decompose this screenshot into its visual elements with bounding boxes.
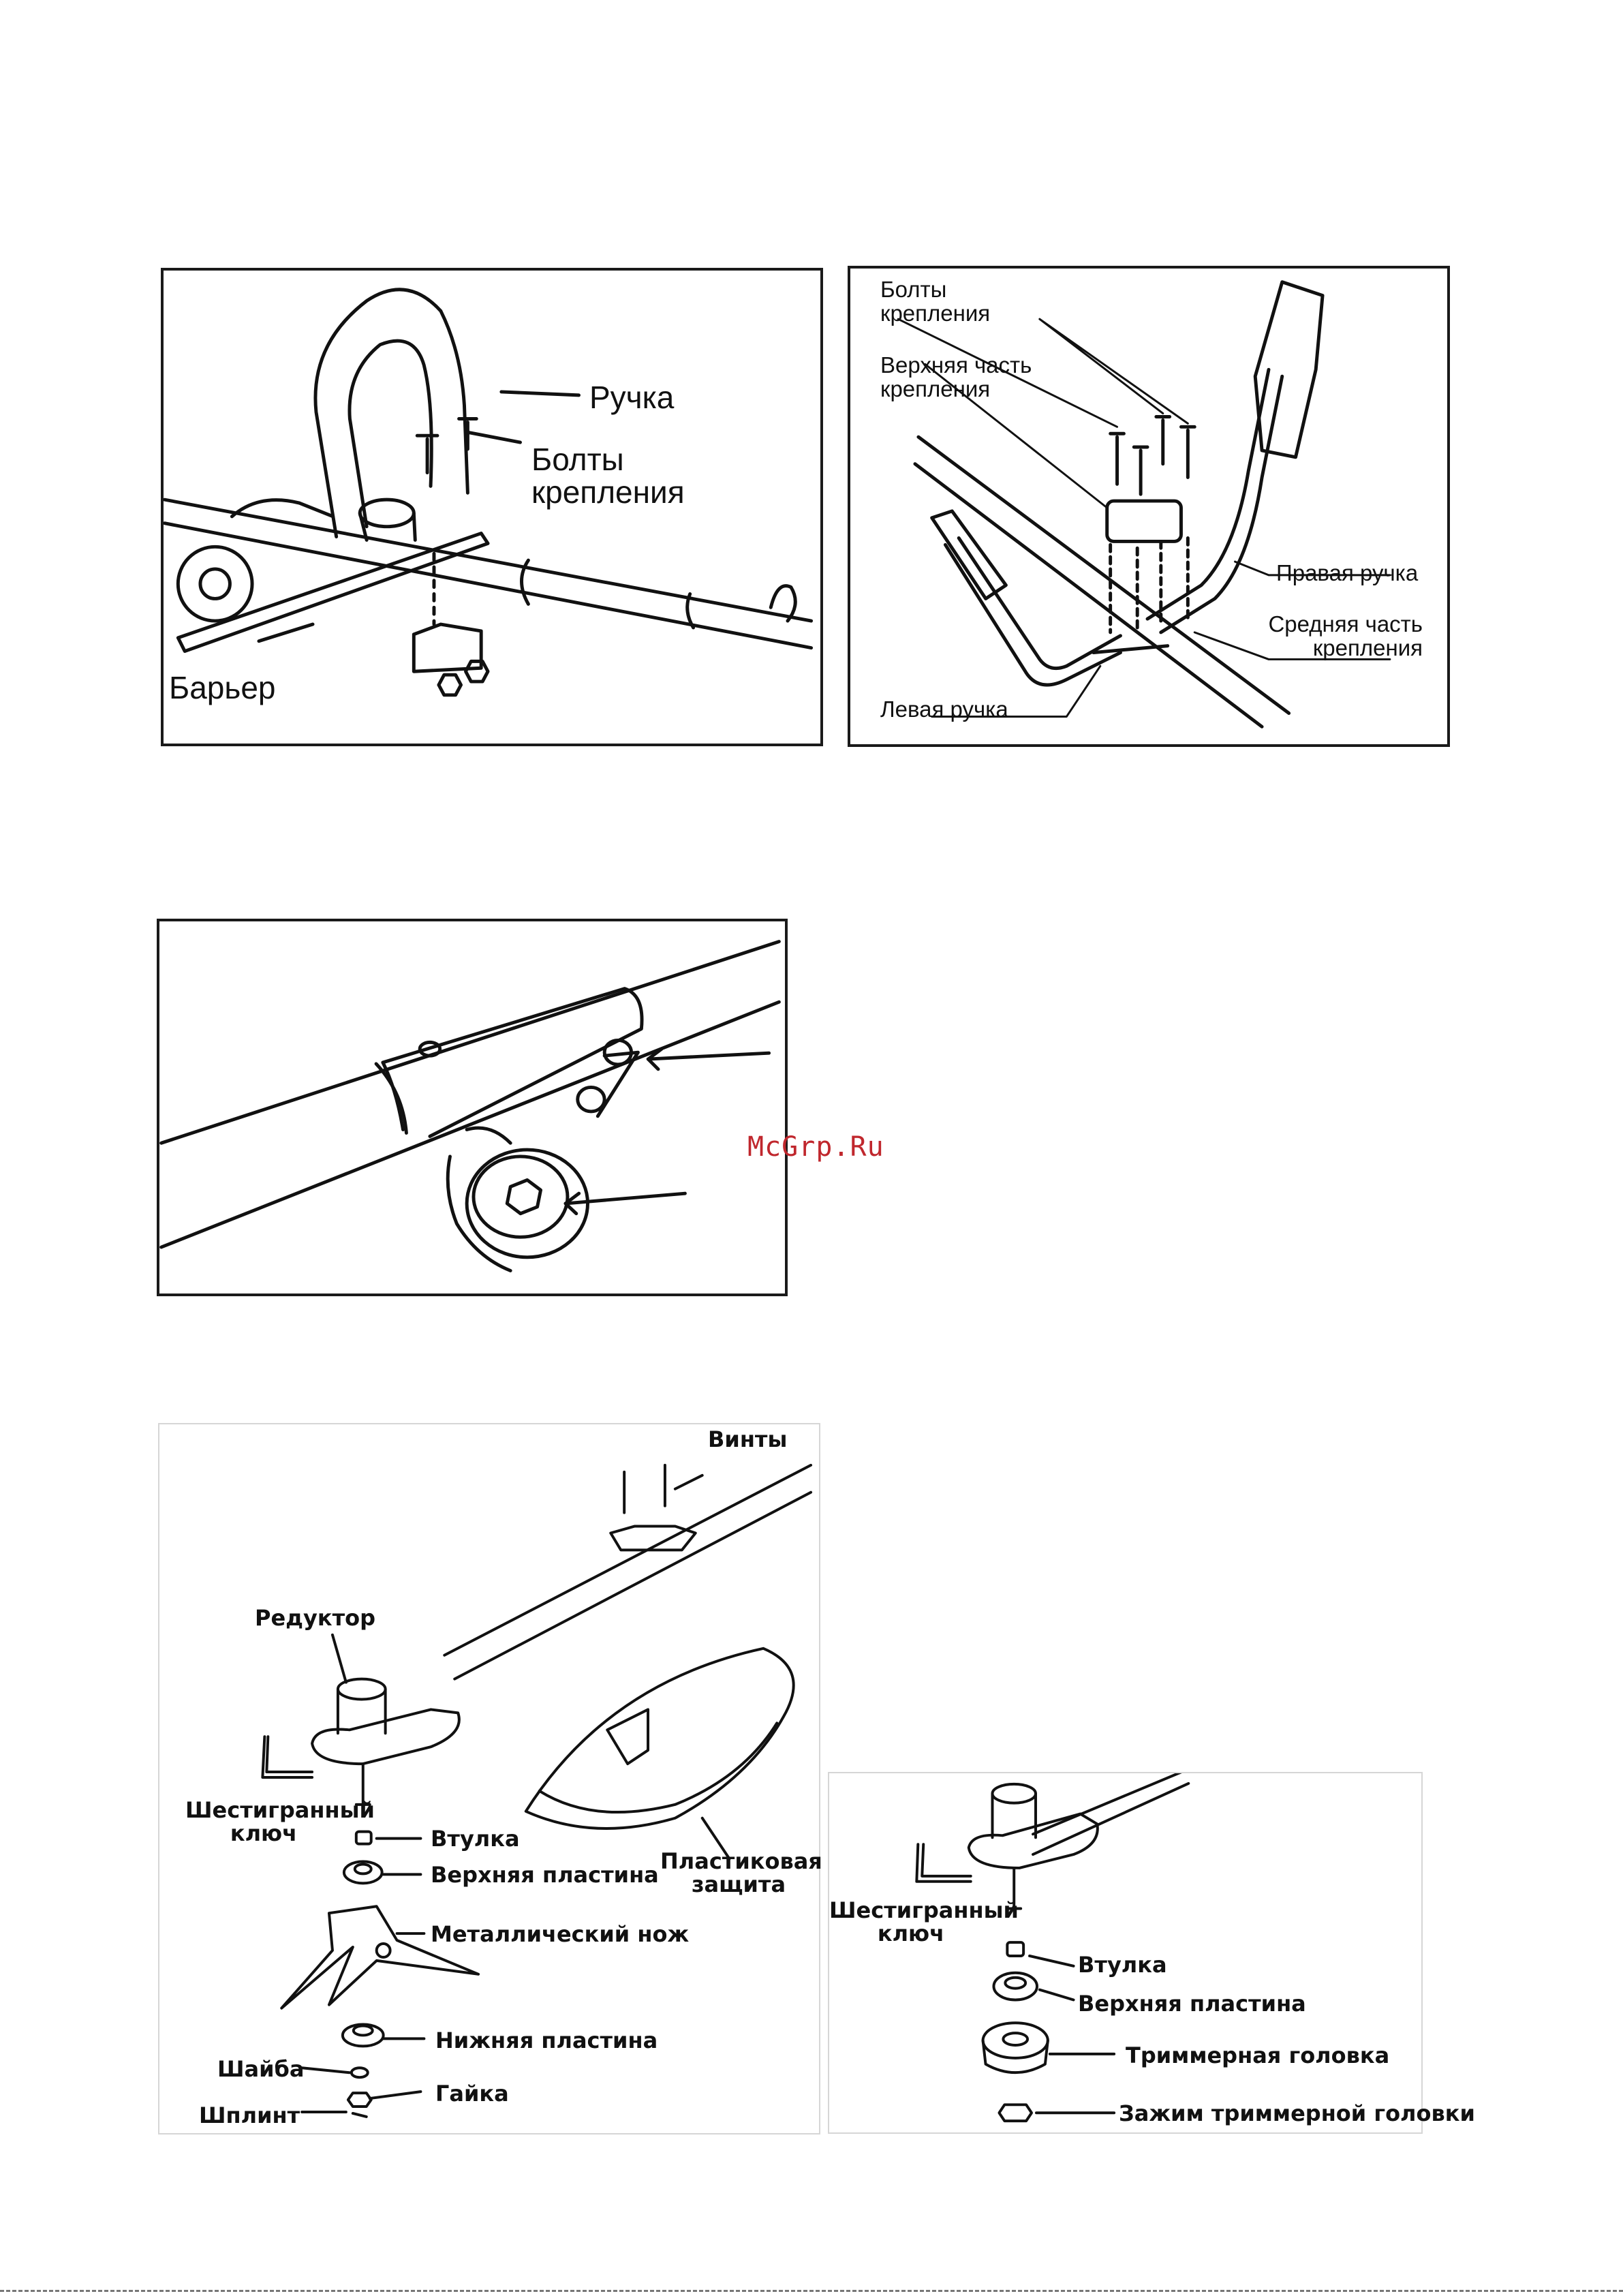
label-plastic-guard: Пластиковая защита [660, 1848, 822, 1897]
watermark: McGrp.Ru [747, 1131, 884, 1163]
label-plastic-guard-line1: Пластиковая [660, 1848, 822, 1874]
figure-bike-handle-mounting: Болты крепления Верхняя часть крепления … [848, 266, 1450, 747]
label-middle-mount-line1: Средняя часть [1268, 611, 1423, 637]
label-upper-plate: Верхняя пластина [431, 1862, 659, 1888]
figure-handle-mounting-drawing [164, 288, 814, 697]
figure-shaft-coupling-drawing [159, 940, 781, 1272]
label-right-handle: Правая ручка [1276, 560, 1419, 585]
label-upper-mount-line1: Верхняя часть [880, 352, 1032, 378]
label-nut: Гайка [435, 2081, 509, 2107]
label-bushing-2: Втулка [1078, 1952, 1167, 1978]
label-bolts-line2: крепления [880, 300, 991, 326]
figure-handle-mounting: Ручка Болты крепления Барьер [161, 268, 823, 746]
label-middle-mount: Средняя часть крепления [1252, 611, 1423, 660]
figure-shaft-coupling [157, 919, 788, 1296]
label-screws: Винты [708, 1426, 788, 1452]
figure-trimmer-head-assembly: Шестигранный ключ Втулка Верхняя пластин… [828, 1772, 1475, 2134]
figure-trimmer-head-assembly-drawing [915, 1773, 1190, 2123]
label-mount-bolts-line1: Болты [531, 442, 624, 477]
label-upper-mount-line2: крепления [880, 376, 991, 401]
label-plastic-guard-line2: защита [691, 1871, 786, 1897]
figure-metal-blade-assembly: Винты Редуктор Шестигранный ключ Втулка … [158, 1423, 822, 2134]
label-gearbox: Редуктор [255, 1605, 376, 1631]
label-bolts-line1: Болты [880, 277, 947, 302]
label-handle: Ручка [589, 380, 675, 415]
label-barrier: Барьер [169, 670, 276, 705]
label-bolts: Болты крепления [880, 277, 991, 326]
label-middle-mount-line2: крепления [1312, 634, 1423, 660]
label-cotter-pin: Шплинт [199, 2102, 300, 2128]
label-hex-key: Шестигранный ключ [185, 1797, 375, 1846]
label-trimmer-clamp: Зажим триммерной головки [1119, 2100, 1475, 2126]
label-trimmer-head: Триммерная головка [1126, 2042, 1390, 2068]
label-washer: Шайба [217, 2056, 305, 2082]
label-hex-key-line1: Шестигранный [185, 1797, 375, 1823]
label-upper-mount: Верхняя часть крепления [880, 352, 1032, 401]
label-metal-blade: Металлический нож [431, 1921, 690, 1947]
page-bottom-rule [0, 2290, 1623, 2292]
label-hex-key-2-line1: Шестигранный [829, 1897, 1019, 1923]
label-left-handle: Левая ручка [880, 697, 1008, 722]
figure-metal-blade-assembly-drawing [261, 1463, 813, 2118]
label-mount-bolts: Болты крепления [531, 443, 685, 509]
figure-bike-handle-mounting-drawing [897, 280, 1391, 729]
label-bushing: Втулка [431, 1826, 520, 1852]
label-hex-key-2-line2: ключ [877, 1920, 945, 1946]
label-lower-plate: Нижняя пластина [435, 2027, 658, 2053]
label-mount-bolts-line2: крепления [531, 474, 685, 510]
label-upper-plate-2: Верхняя пластина [1078, 1991, 1306, 2017]
label-hex-key-2: Шестигранный ключ [829, 1897, 1019, 1946]
label-hex-key-line2: ключ [230, 1820, 298, 1846]
